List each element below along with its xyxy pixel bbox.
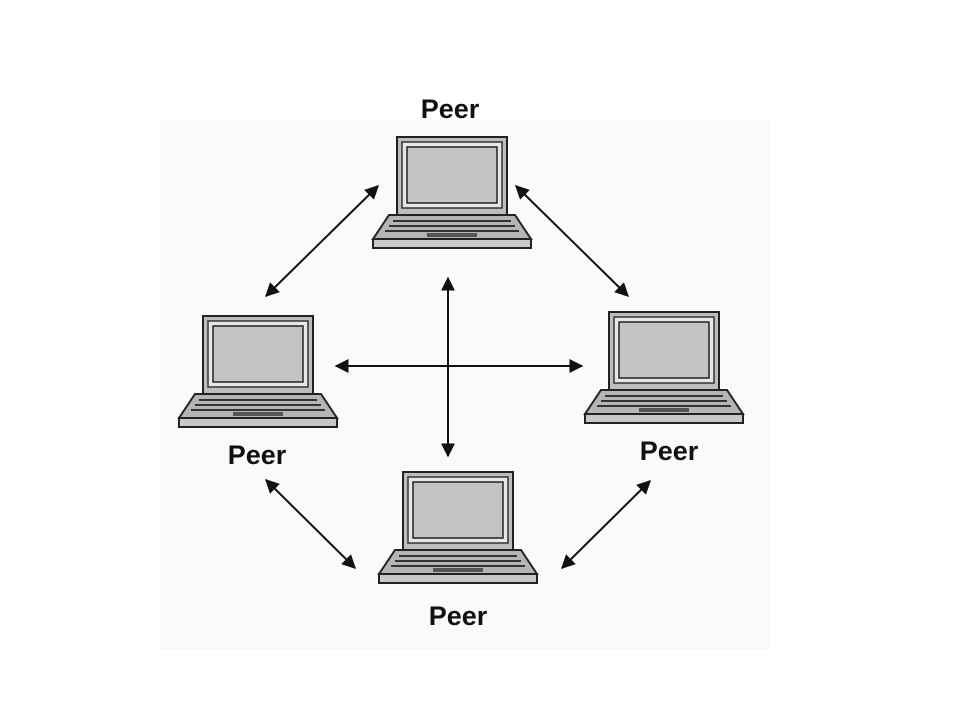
- peer-label-top: Peer: [420, 94, 480, 124]
- laptop-icon-right: [584, 311, 744, 424]
- edge-left-bottom: [265, 479, 356, 569]
- connection-arrows: [265, 185, 651, 569]
- peer-label-left: Peer: [227, 440, 287, 470]
- laptop-icon-bottom: [378, 471, 538, 584]
- edge-top-right: [515, 185, 629, 297]
- peer-label-right: Peer: [639, 436, 699, 466]
- laptop-icon-left: [178, 315, 338, 428]
- edge-right-bottom: [561, 480, 651, 569]
- peer-label-bottom: Peer: [428, 601, 488, 631]
- edge-top-left: [265, 185, 379, 297]
- laptop-icon-top: [372, 136, 532, 249]
